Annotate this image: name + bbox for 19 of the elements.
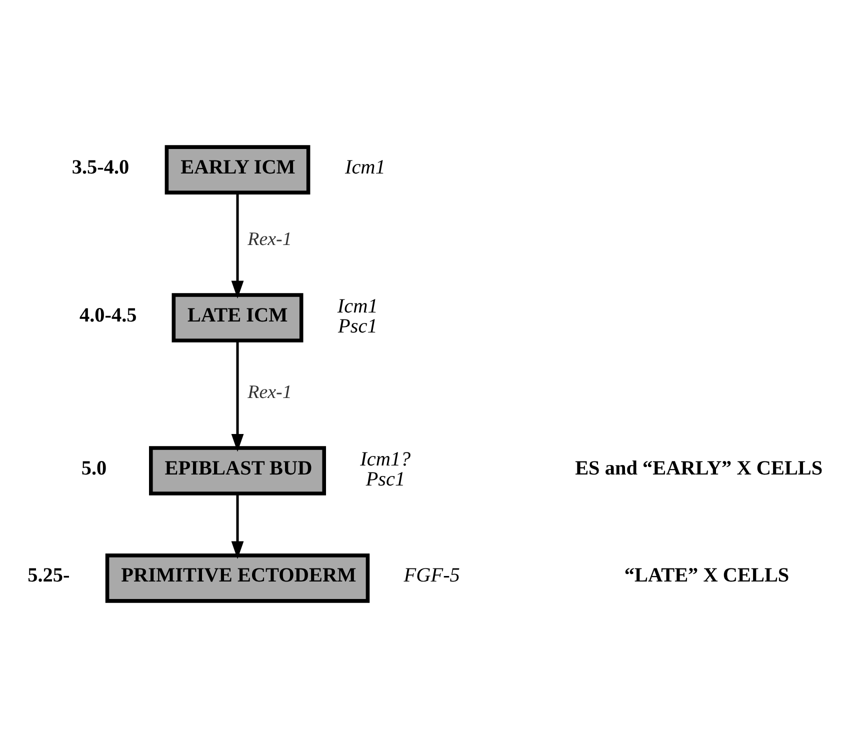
label: ES and “EARLY” X CELLS <box>575 456 823 479</box>
node-label: Icm1 Psc1 <box>337 294 378 338</box>
node-label: FGF-5 <box>404 564 460 586</box>
label: “LATE” X CELLS <box>624 564 790 586</box>
node-label: 3.5-4.0 <box>72 156 130 178</box>
arrow <box>231 192 244 298</box>
node-box: EPIBLAST BUD <box>149 446 326 495</box>
edge-label: Rex-1 <box>248 382 292 403</box>
edge-label: Rex-1 <box>248 228 292 250</box>
arrow <box>231 340 244 452</box>
arrow <box>231 493 244 559</box>
node-label: 4.0-4.5 <box>79 304 137 326</box>
node-box: LATE ICM <box>172 292 304 342</box>
node-label: Icm1? Psc1 <box>360 448 411 490</box>
node-box: PRIMITIVE ECTODERM <box>105 553 370 602</box>
node-label: 5.25- <box>28 564 70 586</box>
node-box: EARLY ICM <box>164 144 310 194</box>
node-label: 5.0 <box>81 456 107 479</box>
node-label: Icm1 <box>344 156 386 178</box>
